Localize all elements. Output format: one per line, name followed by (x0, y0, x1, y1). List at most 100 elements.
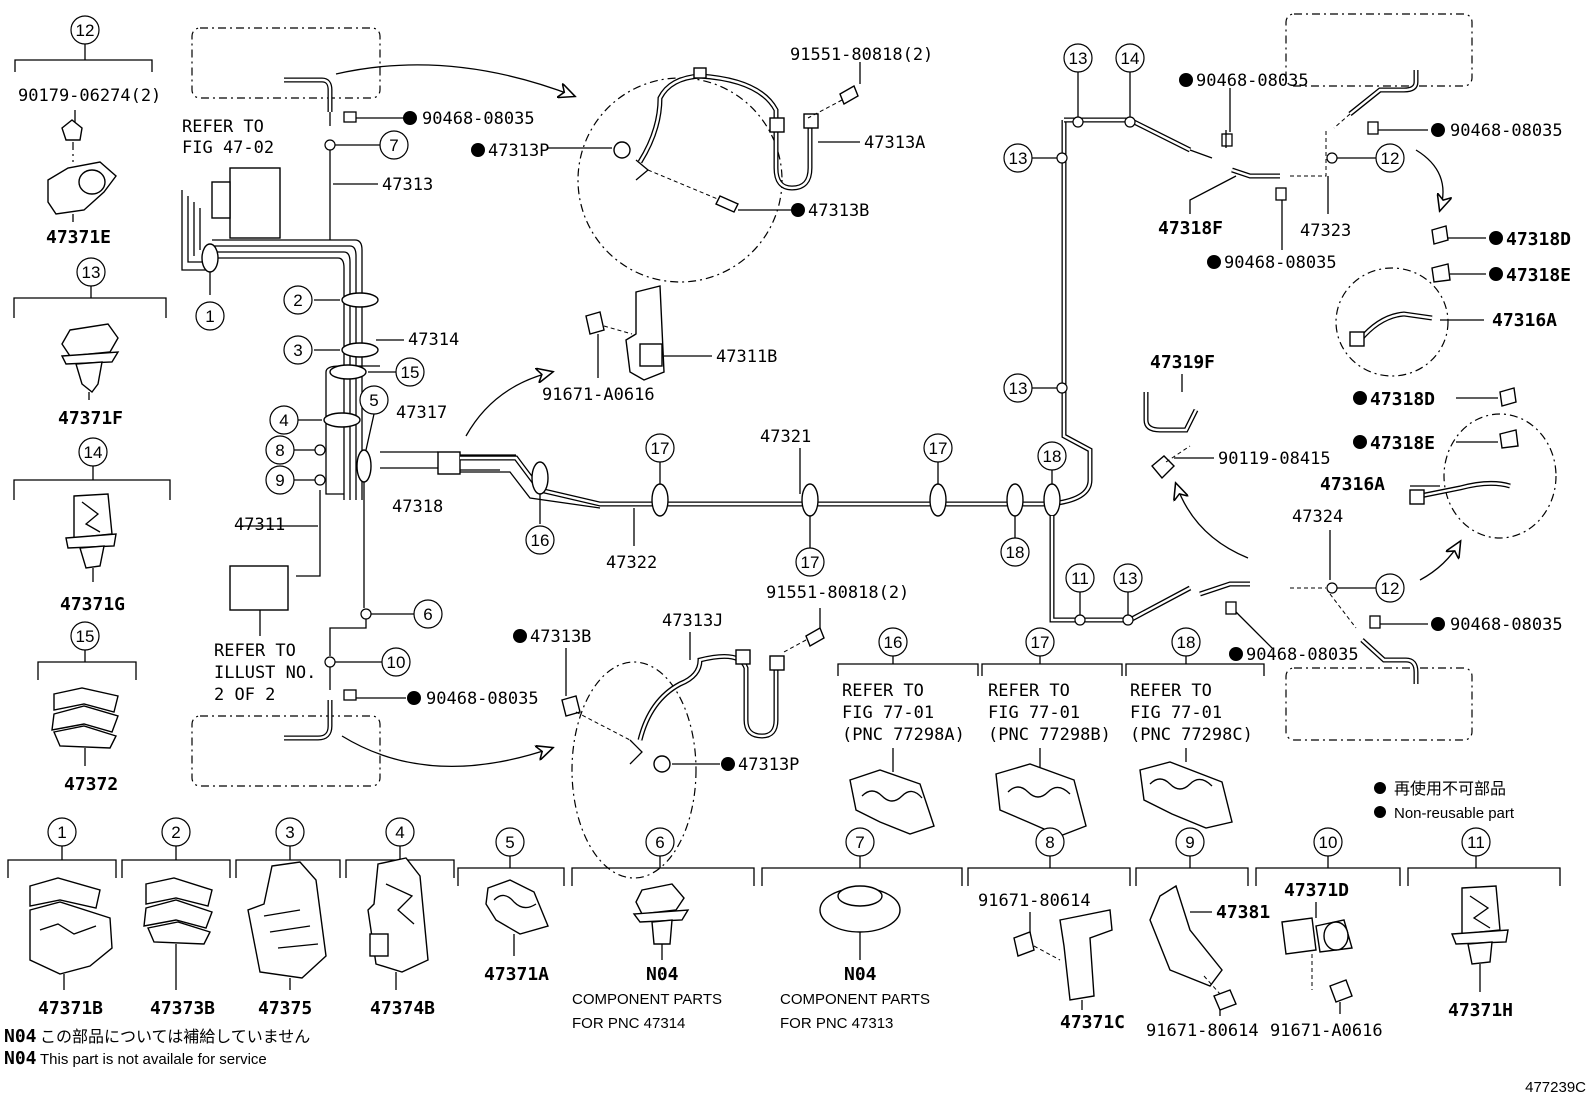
svg-text:9: 9 (1185, 833, 1194, 852)
callout-17-c: 17 (929, 439, 948, 458)
label-47316A-2: 47316A (1320, 474, 1385, 495)
label-47322: 47322 (606, 553, 657, 573)
callout-13-lower: 13 (1119, 569, 1138, 588)
callout-18-a: 18 (1006, 543, 1025, 562)
label-47381: 47381 (1216, 902, 1270, 923)
callout-1: 1 (205, 307, 214, 326)
callout-7: 7 (389, 136, 398, 155)
callout-11: 11 (1071, 569, 1089, 588)
label-90468-right-2: 90468-08035 (1196, 71, 1309, 91)
legend: 再使用不可部品 Non-reusable part (1374, 779, 1515, 822)
svg-text:REFER TO: REFER TO (1130, 681, 1212, 701)
label-N04-2: N04 (844, 964, 877, 985)
svg-text:11: 11 (1467, 833, 1485, 852)
label-47313: 47313 (382, 175, 433, 195)
right-mid: 47319F 90119-08415 47318D 47318E 47316A … (1143, 352, 1557, 580)
right-upper: 90468-08035 12 90468-08035 47318F 90468-… (1158, 13, 1571, 377)
label-47313P-upper: 47313P (488, 141, 549, 161)
svg-text:8: 8 (1045, 833, 1054, 852)
callout-13-top: 13 (1069, 49, 1088, 68)
svg-text:REFER TO: REFER TO (988, 681, 1070, 701)
label-47313B-upper: 47313B (808, 201, 869, 221)
label-47317: 47317 (396, 403, 447, 423)
label-90468-right-3: 90468-08035 (1224, 253, 1337, 273)
label-47371G: 47371G (60, 594, 125, 615)
svg-text:N04: N04 (4, 1026, 37, 1047)
ref-fig-47-02-line2: FIG 47-02 (182, 138, 274, 158)
svg-text:COMPONENT PARTS: COMPONENT PARTS (780, 991, 930, 1008)
main-left-lines: 90468-08035 REFER TO FIG 47-02 7 47313 1… (181, 27, 574, 787)
label-90468-right-5: 90468-08035 (1450, 615, 1563, 635)
callout-12-right-lower: 12 (1381, 579, 1400, 598)
callout-17-b: 17 (801, 553, 820, 572)
ref-fig-47-02-line1: REFER TO (182, 117, 264, 137)
callout-12: 12 (76, 21, 95, 40)
label-47318D-2: 47318D (1370, 389, 1435, 410)
callout-6: 6 (423, 605, 432, 624)
label-47373B: 47373B (150, 998, 215, 1019)
label-47314: 47314 (408, 330, 459, 350)
label-47371A: 47371A (484, 964, 549, 985)
footnote: N04 この部品については補給していません N04 This part is n… (4, 1026, 310, 1069)
clip-group-13: 13 47371F (13, 257, 167, 429)
svg-text:(PNC 77298B): (PNC 77298B) (988, 725, 1111, 745)
label-47316A-1: 47316A (1492, 310, 1557, 331)
callout-10: 10 (387, 653, 406, 672)
label-91551-upper: 91551-80818(2) (790, 45, 933, 65)
label-47319F: 47319F (1150, 352, 1215, 373)
label-90468-right-4: 90468-08035 (1246, 645, 1359, 665)
footnote-jp: この部品については補給していません (40, 1027, 310, 1046)
label-47318D-1: 47318D (1506, 229, 1571, 250)
svg-text:5: 5 (505, 833, 514, 852)
label-47311B: 47311B (716, 347, 777, 367)
label-90468-right-1: 90468-08035 (1450, 121, 1563, 141)
callout-8: 8 (275, 441, 284, 460)
svg-text:10: 10 (1319, 833, 1338, 852)
label-47318E-2: 47318E (1370, 433, 1435, 454)
bracket-47311B: 91671-A0616 47311B (542, 285, 777, 405)
legend-jp: 再使用不可部品 (1394, 779, 1506, 798)
label-47371F: 47371F (58, 408, 123, 429)
label-47313P-lower: 47313P (738, 755, 799, 775)
diagram-id: 477239C (1525, 1079, 1586, 1096)
label-47323: 47323 (1300, 221, 1351, 241)
callout-12-right-upper: 12 (1381, 149, 1400, 168)
label-90179-06274: 90179-06274(2) (18, 86, 161, 106)
callout-18-ref: 18 (1177, 633, 1196, 652)
callout-13-mid: 13 (1009, 379, 1028, 398)
callout-5: 5 (369, 391, 378, 410)
callout-15-main: 15 (401, 363, 420, 382)
label-47371E: 47371E (46, 227, 111, 248)
bottom-clips: 1 2 3 4 47371B 47373B 47375 47374B 5 6 7… (7, 817, 1561, 1041)
callout-4: 4 (279, 411, 288, 430)
label-47375: 47375 (258, 998, 312, 1019)
ref-illust-line2: ILLUST NO. (214, 663, 316, 683)
label-47324: 47324 (1292, 507, 1343, 527)
svg-text:7: 7 (855, 833, 864, 852)
callout-13: 13 (82, 263, 101, 282)
svg-text:1: 1 (57, 823, 66, 842)
svg-text:COMPONENT PARTS: COMPONENT PARTS (572, 991, 722, 1008)
label-47311: 47311 (234, 515, 285, 535)
svg-text:2: 2 (171, 823, 180, 842)
callout-15: 15 (76, 627, 95, 646)
label-47313J: 47313J (662, 611, 723, 631)
svg-text:N04: N04 (4, 1048, 37, 1069)
callout-14-main: 14 (1121, 49, 1140, 68)
label-47313A: 47313A (864, 133, 925, 153)
label-47313B-lower: 47313B (530, 627, 591, 647)
label-47371B: 47371B (38, 998, 103, 1019)
svg-text:6: 6 (655, 833, 664, 852)
callout-18-b: 18 (1043, 447, 1062, 466)
svg-text:FOR PNC 47314: FOR PNC 47314 (572, 1015, 685, 1032)
flex-hose-lower: 91551-80818(2) 47313J 47313B 47313P (513, 583, 909, 879)
svg-text:(PNC 77298C): (PNC 77298C) (1130, 725, 1253, 745)
label-N04-1: N04 (646, 964, 679, 985)
label-91671-A0616-bracket: 91671-A0616 (542, 385, 655, 405)
callout-16: 16 (531, 531, 550, 550)
label-91671-80614-8: 91671-80614 (978, 891, 1091, 911)
clip-group-14: 14 47371G (13, 437, 171, 615)
right-lower: 90468-08035 12 90468-08035 (1199, 542, 1563, 741)
